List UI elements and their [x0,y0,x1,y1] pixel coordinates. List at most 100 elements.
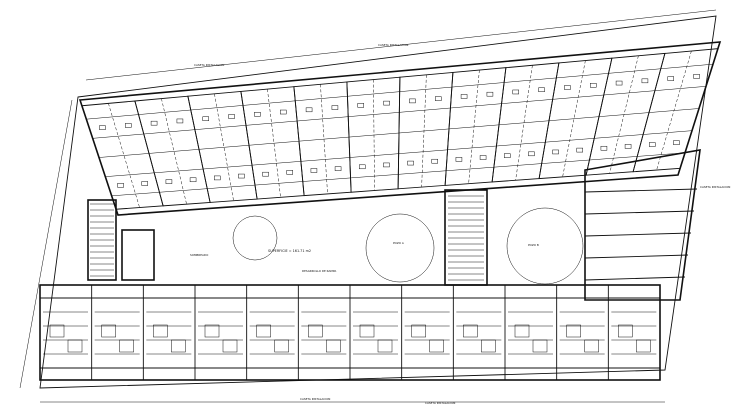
upper-fixture [564,85,571,90]
upper-unit-partition [203,164,253,170]
upper-fixture [693,74,700,79]
upper-fixture [357,103,364,108]
lower-fixture [532,339,548,353]
upper-unit-partition [498,120,550,126]
upper-fixture [99,125,106,130]
upper-unit-partition [154,168,204,174]
label-mid: DESARROLLO DE RAMPA [302,269,336,273]
courtyard-circle-b [506,207,584,285]
lower-fixture [326,339,341,353]
upper-fixture [667,76,674,81]
upper-fixture [552,149,559,155]
upper-unit-partition [594,134,644,139]
upper-fixture [615,80,623,86]
upper-unit-partition [295,96,348,102]
upper-unit-axis [609,55,639,174]
lower-fixture [222,339,238,353]
upper-unit-partition [111,192,160,197]
upper-fixture [641,78,649,84]
upper-fixture [359,164,366,170]
upper-unit-partition [198,145,250,150]
upper-fixture [431,158,438,164]
upper-fixture [202,116,209,121]
left-connector [121,229,155,281]
upper-unit-partition [194,125,247,130]
central-stair-core [444,189,488,286]
upper-fixture [254,112,261,117]
upper-fixture [590,83,597,88]
upper-fixture [383,100,390,106]
lower-fixture [274,339,289,353]
upper-fixture [479,155,487,160]
upper-unit-axis [421,74,427,188]
upper-unit-partition [86,114,139,120]
upper-unit-partition [297,116,349,122]
upper-unit-partition [159,188,208,193]
label-court-left: SOMBREADO [190,253,209,257]
upper-fixture [310,168,318,173]
label-top: CASETA INSTALACION [378,43,408,47]
upper-fixture [176,118,184,124]
upper-fixture [286,170,293,175]
label-bottom-right: CASETA INSTALACION [425,401,455,405]
lower-fixture [101,324,116,338]
lower-fixture [119,339,134,353]
upper-fixture [238,173,245,179]
upper-unit-partition [654,86,707,91]
upper-unit-partition [98,153,150,158]
lower-fixture [256,324,271,338]
upper-fixture [262,171,269,177]
upper-fixture [214,175,221,181]
upper-fixture [600,145,608,151]
lower-fixture [429,339,444,353]
upper-fixture [331,105,339,110]
upper-unit-axis [267,89,281,198]
upper-unit-partition [143,129,195,135]
upper-fixture [407,160,414,166]
upper-unit-axis [108,103,140,208]
label-courtyard: SUPERFICIE = 161.71 m2 [268,249,311,253]
upper-fixture [125,123,132,128]
upper-unit-axis [656,50,692,171]
dimension-line-top [85,9,717,81]
upper-fixture [150,120,158,126]
upper-unit-partition [298,136,350,142]
right-block [444,149,701,301]
upper-fixture [624,144,632,149]
right-block-floor [584,276,686,281]
upper-unit-partition [242,100,296,106]
upper-unit-partition [207,184,256,189]
lower-fixture [171,339,186,353]
upper-unit-axis [161,98,187,205]
upper-unit-partition [148,149,200,154]
upper-unit-partition [245,120,298,126]
lower-fixture [481,339,496,353]
right-block-floor [584,210,695,215]
upper-fixture [334,166,342,171]
upper-fixture [117,183,124,188]
upper-fixture [305,107,313,113]
left-stair-core [87,199,117,281]
upper-fixture [435,96,442,101]
right-block-outline [584,149,701,301]
upper-fixture [460,94,468,99]
lower-fixture [204,324,220,338]
upper-unit-partition [451,82,505,88]
upper-fixture [512,89,519,95]
upper-unit-axis [468,70,480,184]
upper-unit-partition [496,141,546,147]
upper-unit-partition [643,130,693,135]
upper-unit-partition [347,91,400,97]
upper-unit [632,48,719,173]
lower-fixture [463,324,478,338]
upper-fixture [383,162,390,168]
upper-fixture [141,181,148,186]
lower-fixture [411,324,426,338]
lower-fixture [566,324,581,338]
lower-fixture [49,324,65,338]
upper-fixture [486,91,494,97]
site-boundary [39,15,717,389]
upper-unit-partition [348,112,400,117]
lower-block [39,199,661,381]
upper-unit-partition [446,166,494,171]
